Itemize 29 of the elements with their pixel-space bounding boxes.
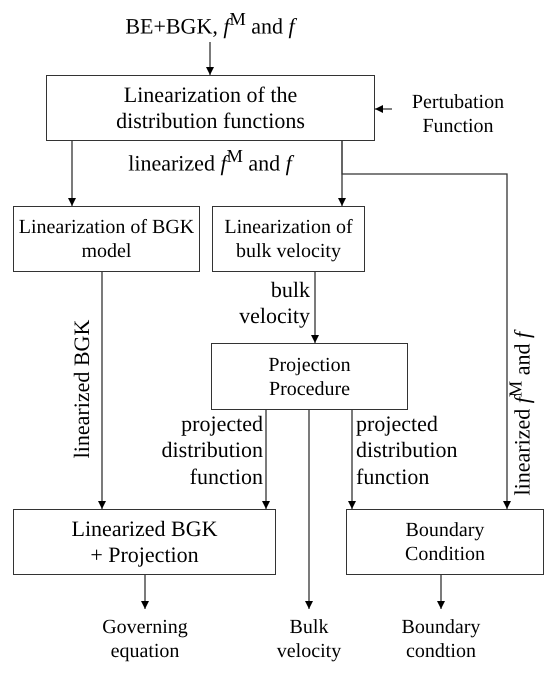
arrow	[375, 105, 392, 113]
box-label: Boundary Condition	[404, 518, 486, 566]
arrow	[348, 410, 356, 509]
arrow	[262, 410, 270, 509]
process-box	[211, 343, 408, 410]
flow-text: Pertubation Function	[392, 88, 524, 140]
flow-text: Bulk velocity	[264, 609, 354, 669]
box-label: Linearization of the distribution functions	[115, 82, 306, 134]
process-box	[346, 509, 544, 575]
box-label: Linearized BGK + Projection	[70, 516, 218, 568]
flow-text: Boundary condtion	[386, 609, 496, 669]
process-box	[13, 509, 276, 575]
process-box	[212, 206, 365, 272]
arrow	[437, 575, 445, 609]
edge-label: linearized BGK	[71, 319, 93, 459]
flow-text: Governing equation	[90, 609, 200, 669]
process-box	[46, 75, 375, 141]
box-label: Projection Procedure	[267, 352, 352, 400]
arrow	[305, 410, 313, 609]
arrow	[98, 272, 106, 509]
box-label: Linearization of BGK model	[18, 215, 196, 263]
arrow	[141, 575, 149, 609]
flow-text: BE+BGK, f$^{M}$ and f	[100, 6, 320, 42]
arrow	[68, 141, 76, 206]
arrow	[206, 42, 214, 75]
box-label: Linearization of bulk velocity	[223, 215, 354, 263]
process-box	[13, 206, 200, 272]
arrow	[341, 141, 511, 509]
arrow	[311, 272, 319, 343]
